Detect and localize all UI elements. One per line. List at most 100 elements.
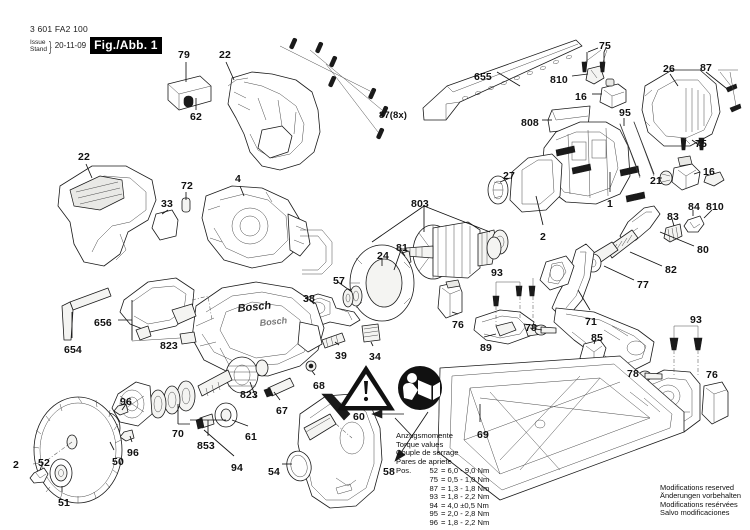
issue-date: 20-11-09 xyxy=(54,41,87,50)
callout-34-38: 34 xyxy=(369,351,381,363)
torque-value: = 4,0 ±0,5 Nm xyxy=(441,500,489,510)
modifications-en: Modifications reserved xyxy=(660,482,734,492)
part-853-spindle-assembly xyxy=(197,356,269,397)
modifications-note: Modifications reserved Änderungen vorbeh… xyxy=(660,482,741,518)
callout-21-18: 21 xyxy=(650,175,662,187)
part-87-screws xyxy=(279,37,389,140)
part-51-washer xyxy=(49,458,73,488)
callout-878x-3: 87(8x) xyxy=(379,110,408,121)
guard-arrow-58 xyxy=(394,411,429,462)
callout-1-20: 1 xyxy=(607,198,613,210)
torque-value: = 0,5 - 1,0 Nm xyxy=(441,474,490,484)
diagram-header: 3 601 FA2 100 Issue Stand } 20-11-09 Fig… xyxy=(30,24,162,54)
issue-label-en: Issue xyxy=(30,38,46,46)
torque-value: = 2,0 - 2,8 Nm xyxy=(441,509,490,519)
callout-39-39: 39 xyxy=(335,350,347,362)
callout-808-15: 808 xyxy=(521,117,539,129)
part-16-switch-lower xyxy=(671,155,701,191)
part-76-lower xyxy=(701,381,729,425)
part-95-long-screws xyxy=(555,121,655,203)
part-4-gearhousing xyxy=(201,185,311,269)
callout-67-49: 67 xyxy=(276,405,288,417)
part-61-roller xyxy=(214,402,238,428)
torque-pos: 87 xyxy=(429,483,438,493)
part-803-armature xyxy=(389,221,497,280)
part-57-washers xyxy=(342,285,363,308)
part-75-screws-lower xyxy=(680,137,705,151)
issue-label-de: Stand xyxy=(30,45,47,53)
torque-arrow xyxy=(371,409,413,437)
callout-26-13: 26 xyxy=(663,63,675,75)
callout-78-44: 78 xyxy=(525,322,537,334)
callout-96-51: 96 xyxy=(127,447,139,459)
torque-pos-label xyxy=(396,510,421,519)
part-68-nut xyxy=(305,360,317,372)
torque-legend: Anzugsmomente Torque values Couple de se… xyxy=(396,431,489,528)
part-93-screws-center xyxy=(492,278,536,326)
brace-glyph: } xyxy=(49,37,52,54)
modifications-fr: Modifications resérvées xyxy=(660,499,738,509)
callout-58-61: 58 xyxy=(383,466,395,478)
callout-69-63: 69 xyxy=(477,429,489,441)
torque-pos: 93 xyxy=(429,492,438,502)
callout-60-62: 60 xyxy=(353,411,365,423)
part-67-pin xyxy=(263,377,295,398)
torque-title-de: Anzugsmomente xyxy=(396,431,453,440)
torque-pos-label xyxy=(396,519,421,528)
callout-96-50: 96 xyxy=(120,396,132,408)
torque-pos: 52 xyxy=(429,466,438,476)
callout-93-31: 93 xyxy=(690,314,702,326)
callout-810-25: 810 xyxy=(706,201,724,213)
part-78-pin-center xyxy=(534,324,557,336)
torque-value: = 1,3 - 1,8 Nm xyxy=(441,483,490,493)
torque-pos-label: Pos. xyxy=(396,466,412,476)
callout-803-22: 803 xyxy=(411,198,429,210)
torque-row: Pos.52= 6,0 - 9,0 Nm xyxy=(396,467,489,476)
callout-853-53: 853 xyxy=(197,440,215,452)
callout-61-55: 61 xyxy=(245,431,257,443)
callout-654-46: 654 xyxy=(64,344,82,356)
callout-62-2: 62 xyxy=(190,111,202,123)
torque-row: 94= 4,0 ±0,5 Nm xyxy=(396,500,489,511)
part-62-pin xyxy=(183,95,194,108)
callout-93-41: 93 xyxy=(491,267,503,279)
callout-24-34: 24 xyxy=(377,250,389,262)
callout-22-4: 22 xyxy=(78,151,90,163)
callout-33-6: 33 xyxy=(161,198,173,210)
torque-pos: 96 xyxy=(429,517,438,527)
torque-row: 93= 1,8 - 2,2 Nm xyxy=(396,492,490,502)
part-saw-body: Bosch Bosch xyxy=(191,281,325,377)
callout-77-28: 77 xyxy=(637,279,649,291)
callout-50-54: 50 xyxy=(112,456,124,468)
part-26-motor-cap xyxy=(641,69,721,147)
callout-80-26: 80 xyxy=(697,244,709,256)
part-76-brush xyxy=(437,279,463,319)
callout-656-45: 656 xyxy=(94,317,112,329)
callout-54-60: 54 xyxy=(268,466,280,478)
svg-text:Bosch: Bosch xyxy=(237,300,272,315)
part-655-guide-rail xyxy=(422,39,583,121)
callout-76-42: 76 xyxy=(452,319,464,331)
warning-triangle-icon xyxy=(337,365,395,411)
callout-81-35: 81 xyxy=(396,242,408,254)
torque-row: 96= 1,8 - 2,2 Nm xyxy=(396,517,490,528)
torque-row: 87= 1,3 - 1,8 Nm xyxy=(396,483,490,494)
figure-badge: Fig./Abb. 1 xyxy=(90,37,162,54)
callout-810-10: 810 xyxy=(550,74,568,86)
torque-title-fr: Couple de serrage xyxy=(396,448,459,458)
callout-52-57: 52 xyxy=(38,457,50,469)
part-654-hex-key xyxy=(61,287,112,341)
torque-value: = 1,8 - 2,2 Nm xyxy=(441,492,490,502)
part-33-lever xyxy=(151,209,179,241)
torque-pos-label xyxy=(396,485,421,494)
callout-823-47: 823 xyxy=(160,340,178,352)
part-60-pin xyxy=(321,393,351,421)
callout-70-52: 70 xyxy=(172,428,184,440)
callout-87-14: 87 xyxy=(700,62,712,74)
callout-68-40: 68 xyxy=(313,380,325,392)
callout-57-36: 57 xyxy=(333,275,345,287)
callout-27-19: 27 xyxy=(503,170,515,182)
callout-2-59: 2 xyxy=(13,459,19,471)
